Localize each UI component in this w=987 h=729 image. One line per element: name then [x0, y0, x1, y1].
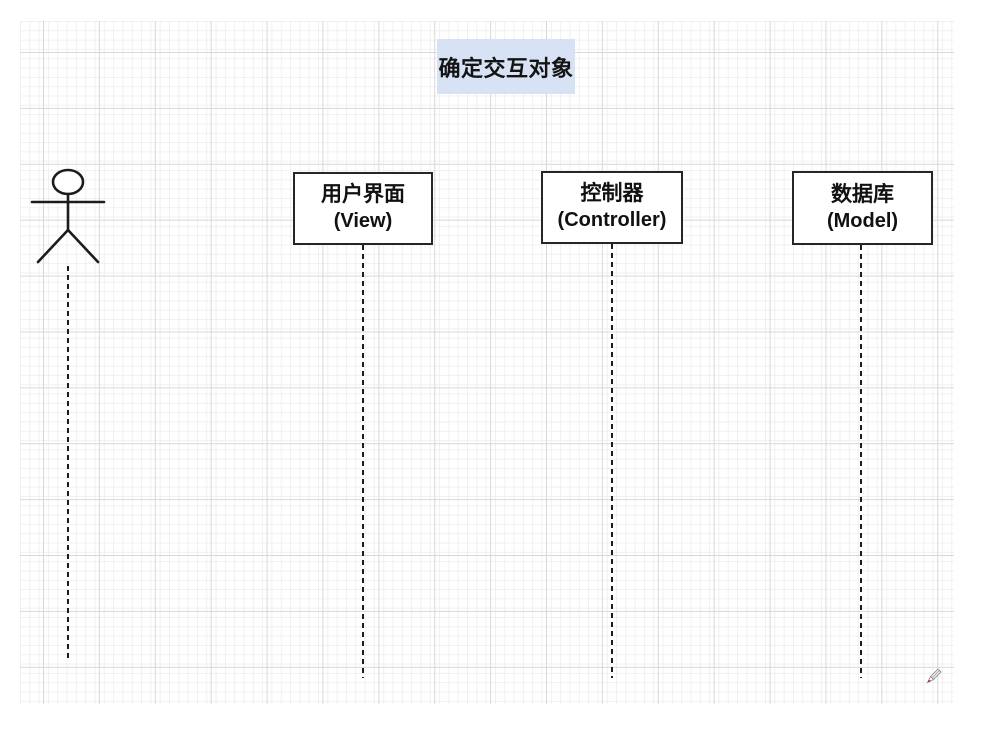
- lifeline-label-zh: 用户界面: [321, 183, 405, 207]
- lifeline-controller[interactable]: [611, 244, 613, 678]
- lifeline-head-model[interactable]: 数据库 (Model): [792, 171, 933, 245]
- actor-icon: [30, 168, 106, 264]
- lifeline-label-en: (Controller): [557, 209, 667, 232]
- grid-canvas[interactable]: [20, 21, 954, 704]
- lifeline-actor[interactable]: [67, 266, 69, 658]
- lifeline-label-zh: 数据库: [831, 182, 894, 206]
- lifeline-label-en: (View): [333, 210, 393, 233]
- lifeline-label-en: (Model): [826, 209, 899, 232]
- lifeline-model[interactable]: [860, 245, 862, 678]
- lifeline-view[interactable]: [362, 245, 364, 678]
- actor-lifeline-head[interactable]: [28, 168, 108, 268]
- diagram-title[interactable]: 确定交互对象: [437, 39, 575, 94]
- pencil-cursor-icon: [925, 666, 943, 686]
- lifeline-label-zh: 控制器: [580, 182, 644, 206]
- lifeline-head-view[interactable]: 用户界面 (View): [293, 172, 433, 245]
- lifeline-head-controller[interactable]: 控制器 (Controller): [541, 171, 683, 244]
